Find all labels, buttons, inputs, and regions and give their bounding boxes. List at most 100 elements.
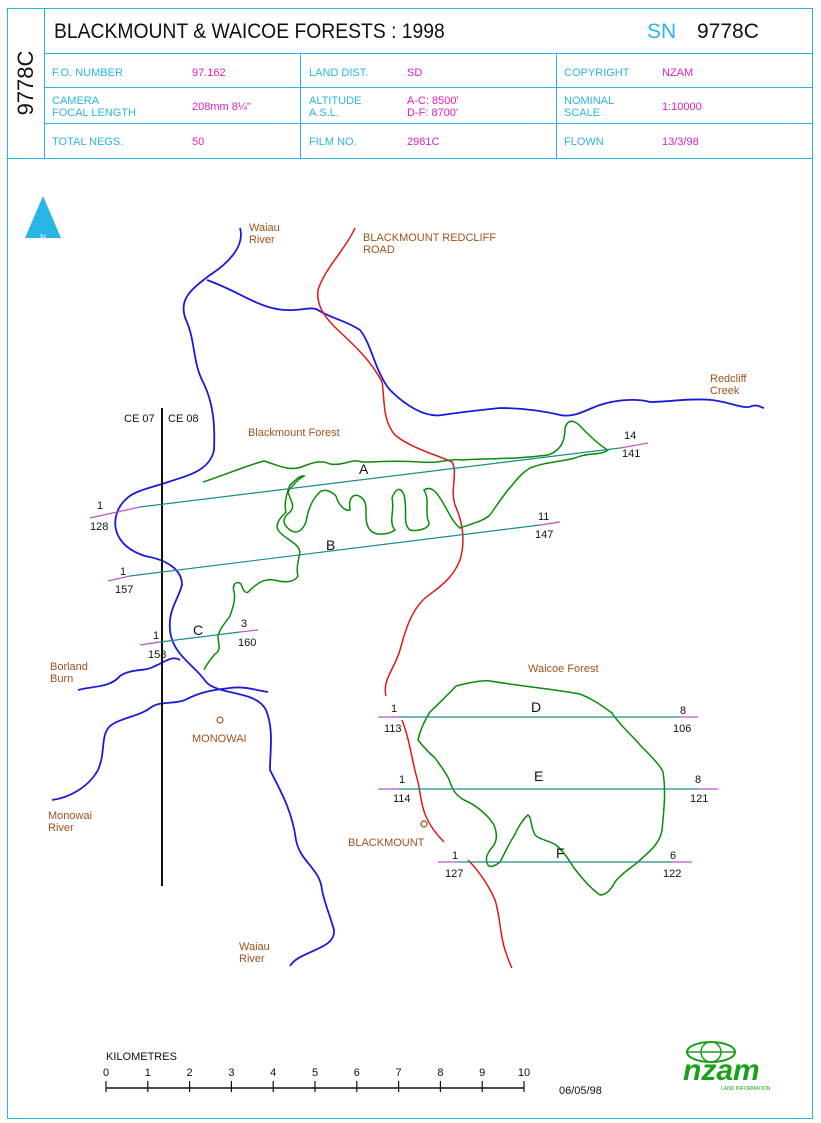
fo-number-value: 97.162 <box>192 67 226 79</box>
scale-tick-label: 3 <box>228 1067 234 1079</box>
negative-number: 113 <box>384 723 402 735</box>
logo-text: nzam <box>683 1054 760 1087</box>
flight-line-b-overshoot <box>539 521 561 526</box>
frame-number: 1 <box>391 703 397 715</box>
run-letters: A B C D E F <box>193 461 565 861</box>
info-grid: F.O. NUMBER 97.162 LAND DIST. SD COPYRIG… <box>45 54 813 158</box>
frame-number: 1 <box>120 566 126 578</box>
monowai-river-label: Monowai River <box>48 810 95 834</box>
nzam-logo: nzam LAND INFORMATION <box>683 1041 771 1092</box>
scale-tick-label: 1 <box>145 1067 151 1079</box>
negative-number: 158 <box>148 649 166 661</box>
negative-number: 106 <box>673 723 691 735</box>
flight-line-a-overshoot <box>89 506 141 519</box>
land-dist-label: LAND DIST. <box>309 67 369 79</box>
flight-lines <box>89 442 718 863</box>
copyright-value: NZAM <box>662 67 694 79</box>
negative-number: 121 <box>690 793 708 805</box>
negative-number: 114 <box>393 793 411 805</box>
blackmount-label: BLACKMOUNT <box>348 837 425 849</box>
negative-number: 147 <box>535 529 553 541</box>
scale-tick-label: 6 <box>354 1067 360 1079</box>
total-negs-label: TOTAL NEGS. <box>52 136 124 148</box>
blackmount-town-marker-icon <box>420 820 428 828</box>
flight-line-c <box>159 631 241 643</box>
waiau-river <box>114 227 335 967</box>
nominal-scale-value: 1:10000 <box>662 101 702 113</box>
grid-label-right: CE 08 <box>168 413 199 425</box>
waiau-river-south-label: Waiau River <box>239 941 273 965</box>
frame-number: 11 <box>538 511 549 523</box>
frame-number: 8 <box>695 774 701 786</box>
negative-number: 160 <box>238 637 256 649</box>
film-no-label: FILM NO. <box>309 136 357 148</box>
north-label: N <box>40 233 46 242</box>
scale-tick-label: 2 <box>187 1067 193 1079</box>
flown-value: 13/3/98 <box>662 136 699 148</box>
info-divider <box>556 54 557 158</box>
camera-focal-length-label: CAMERA FOCAL LENGTH <box>52 95 136 119</box>
scale-tick-label: 7 <box>396 1067 402 1079</box>
rivers <box>51 227 765 967</box>
side-code-cell: 9778C <box>7 8 45 158</box>
info-row-2 <box>45 88 813 124</box>
waiau-river-north-label: Waiau River <box>249 222 283 246</box>
nominal-scale-label: NOMINAL SCALE <box>564 95 615 119</box>
flight-line-c-overshoot <box>239 629 259 633</box>
negative-number: 122 <box>663 868 681 880</box>
waicoe-forest-label: Waicoe Forest <box>528 663 599 675</box>
land-dist-value: SD <box>407 67 423 79</box>
run-letter-b: B <box>326 537 335 553</box>
negative-number: 141 <box>622 448 640 460</box>
map-title: BLACKMOUNT & WAICOE FORESTS : 1998 <box>54 20 445 43</box>
run-letter-a: A <box>359 461 369 477</box>
frame-numbers: 1 128 14 141 1 157 11 147 1 158 3 160 1 … <box>90 430 708 880</box>
scale-tick-label: 9 <box>479 1067 485 1079</box>
negative-number: 157 <box>115 584 133 596</box>
frame-number: 1 <box>97 500 103 512</box>
frame-number: 1 <box>452 850 458 862</box>
copyright-label: COPYRIGHT <box>564 67 630 79</box>
scale-tick-label: 4 <box>270 1067 276 1079</box>
redcliff-creek-label: Redcliff Creek <box>710 373 750 397</box>
scale-tick-label: 8 <box>437 1067 443 1079</box>
frame-number: 6 <box>670 850 676 862</box>
altitude-label: ALTITUDE A.S.L. <box>309 95 362 119</box>
globe-icon <box>686 1041 736 1063</box>
altitude-value: A-C: 8500' D-F: 8700' <box>407 95 459 119</box>
flight-line-a-overshoot <box>619 442 649 449</box>
title-row: BLACKMOUNT & WAICOE FORESTS : 1998 SN 97… <box>45 8 813 54</box>
negative-number: 127 <box>445 868 463 880</box>
frame-number: 8 <box>680 705 686 717</box>
scale-bar-label: KILOMETRES <box>106 1051 177 1063</box>
flight-line-b <box>129 524 541 577</box>
sn-label: SN <box>647 20 677 43</box>
film-no-value: 2981C <box>407 136 440 148</box>
blackmount-forest-label: Blackmount Forest <box>248 427 340 439</box>
flight-line-a <box>139 447 621 508</box>
borland-burn-label: Borland Burn <box>50 661 91 685</box>
negative-number: 128 <box>90 521 108 533</box>
run-letter-e: E <box>534 768 543 784</box>
monowai-label: MONOWAI <box>192 733 247 745</box>
run-letter-c: C <box>193 622 203 638</box>
flight-line-c-overshoot <box>139 641 161 646</box>
print-date: 06/05/98 <box>559 1085 602 1097</box>
run-letter-f: F <box>556 845 565 861</box>
flight-line-b-overshoot <box>107 575 131 582</box>
waicoe-forest-boundary <box>417 680 666 896</box>
fo-number-label: F.O. NUMBER <box>52 67 123 79</box>
scale-tick-label: 0 <box>103 1067 109 1079</box>
north-arrow-icon: N <box>25 196 61 242</box>
info-divider <box>300 54 301 158</box>
place-labels: Waiau River BLACKMOUNT REDCLIFF ROAD Red… <box>48 222 750 965</box>
scale-tick-label: 5 <box>312 1067 318 1079</box>
header-bottom-rule <box>7 158 813 159</box>
flown-label: FLOWN <box>564 136 604 148</box>
frame-number: 14 <box>624 430 636 442</box>
run-letter-d: D <box>531 699 541 715</box>
grid-label-left: CE 07 <box>124 413 155 425</box>
sn-value: 9778C <box>697 20 759 43</box>
